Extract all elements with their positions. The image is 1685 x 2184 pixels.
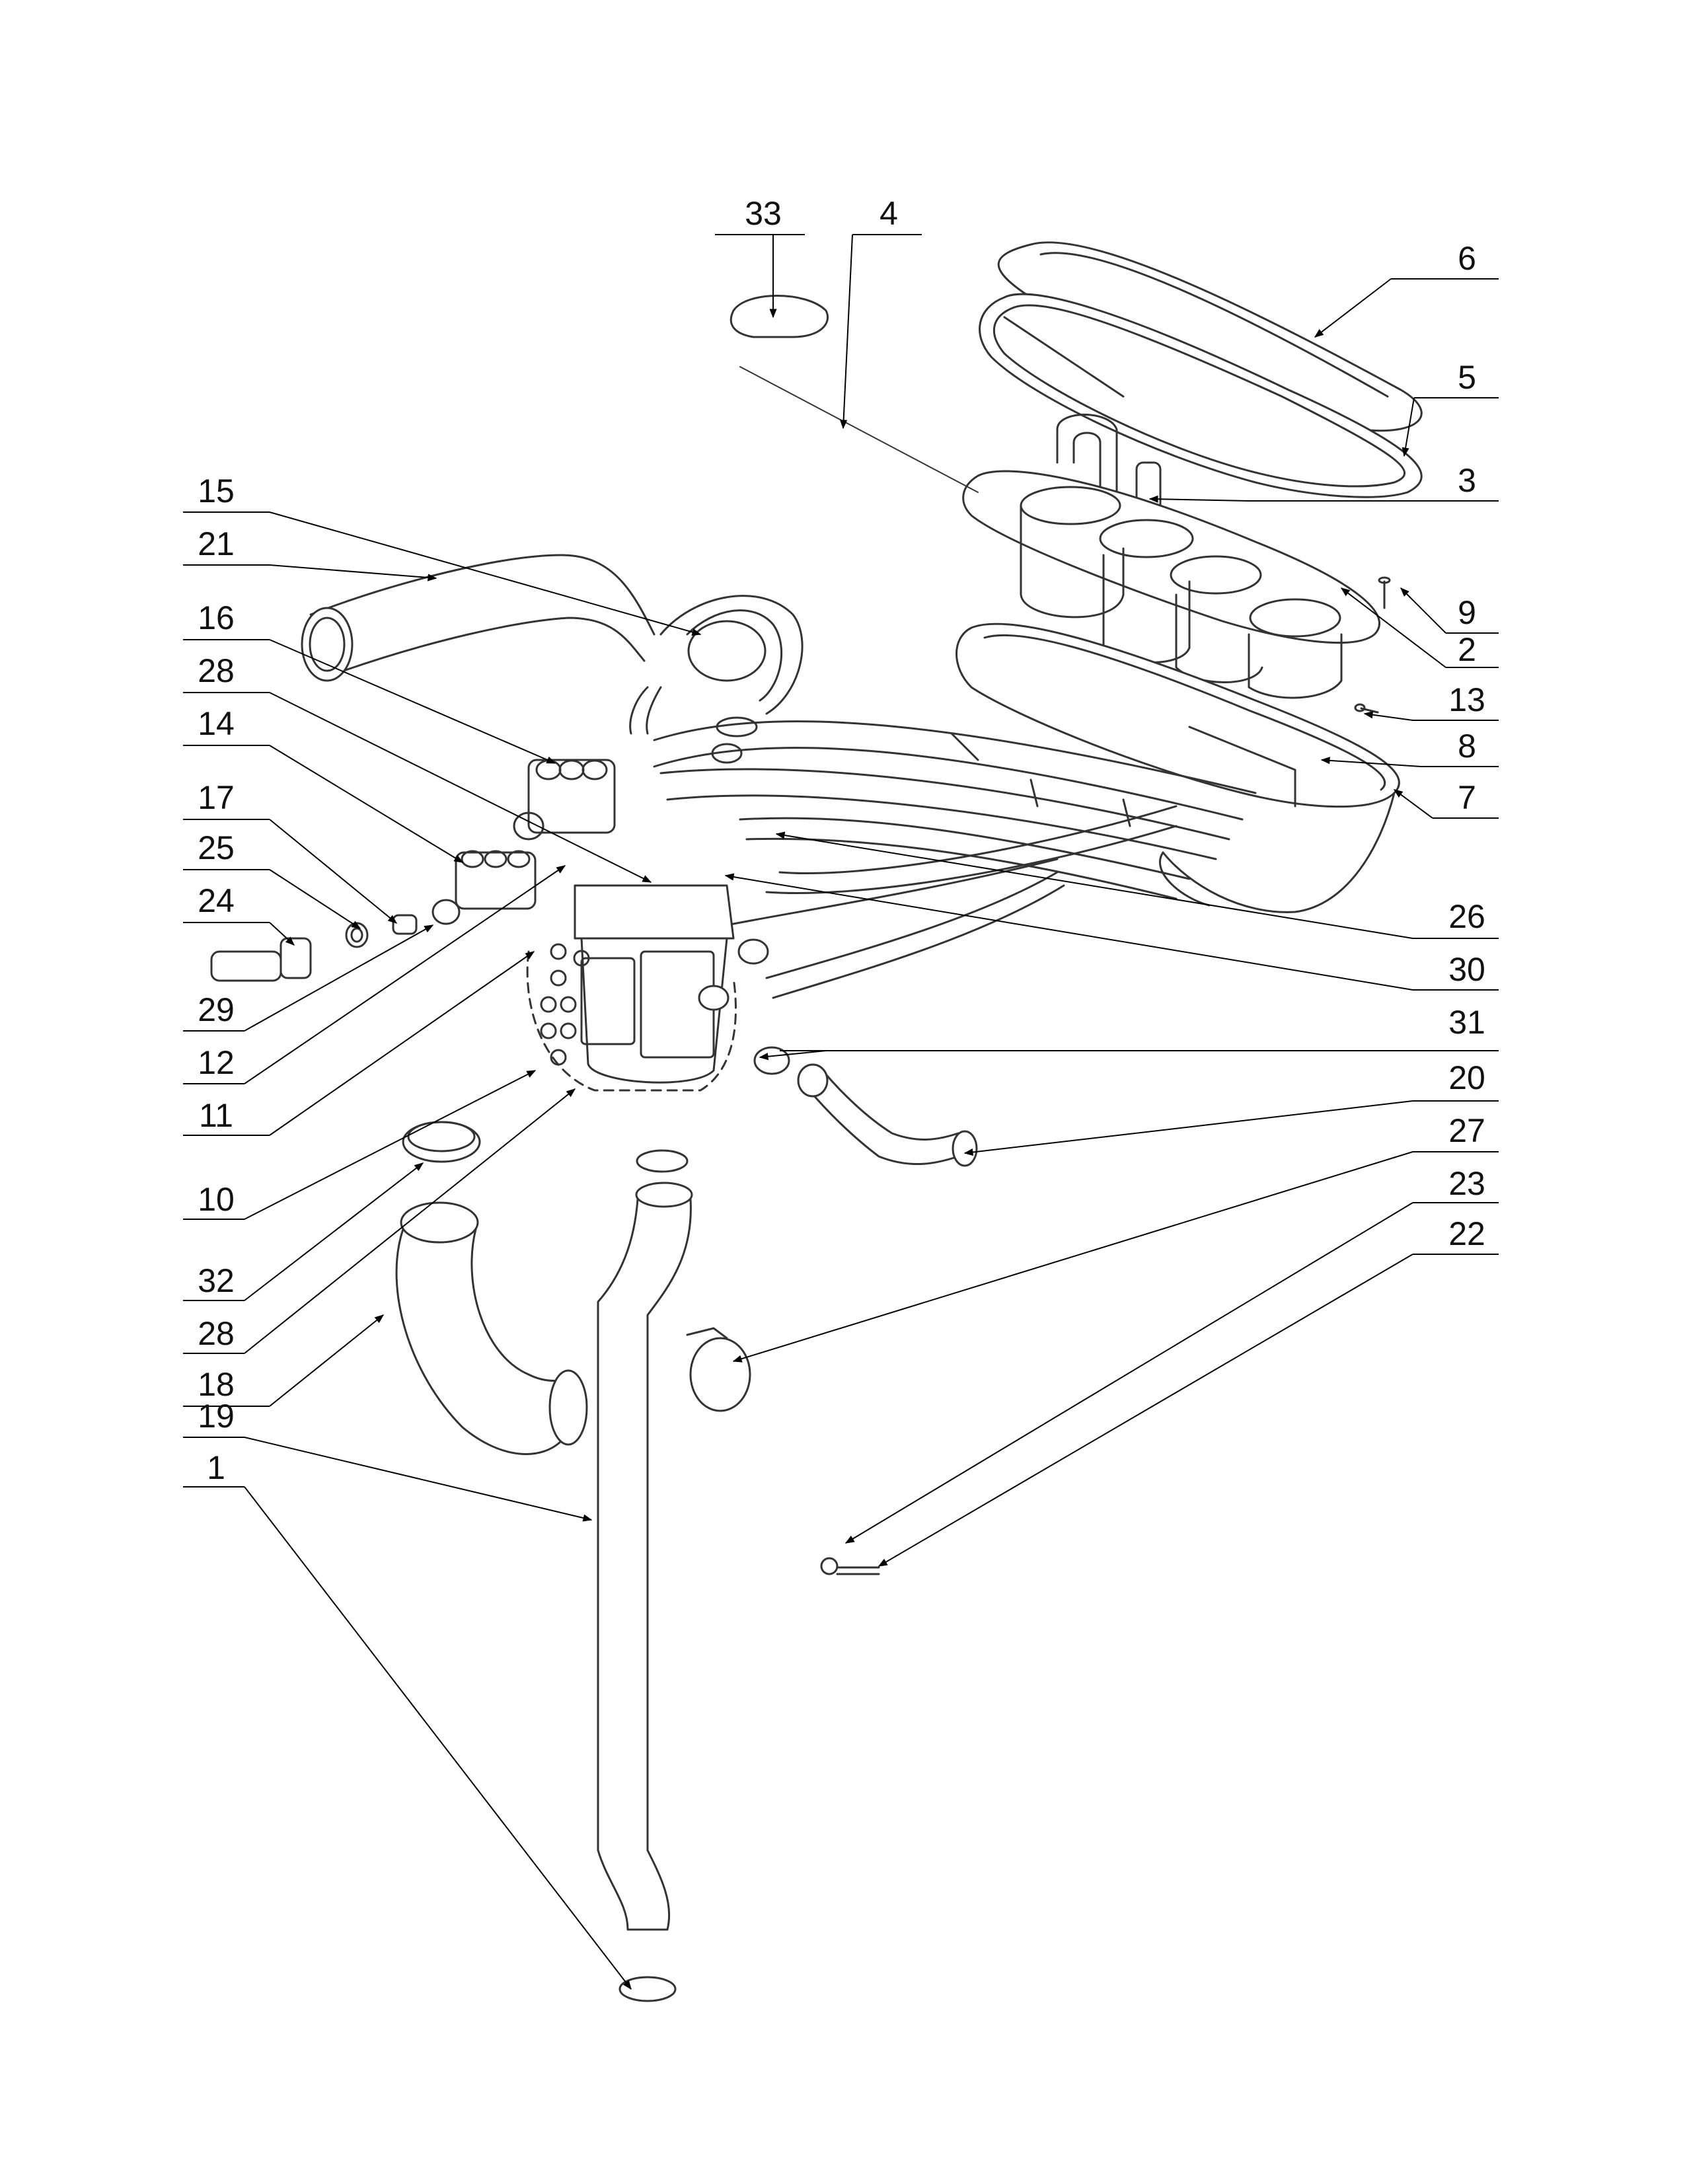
leader-31: [759, 1050, 1499, 1061]
callout-24: 24: [198, 882, 235, 919]
upper-housing-part: [962, 470, 1380, 699]
callout-31: 31: [1448, 1004, 1485, 1041]
heater-block-part: [526, 884, 769, 1092]
callout-7: 7: [1458, 779, 1476, 816]
callout-13: 13: [1448, 681, 1485, 718]
vertical-pipe-part: [597, 1149, 693, 2002]
leader-28b: [183, 1088, 576, 1354]
callout-3: 3: [1458, 462, 1476, 499]
leader-6: [1314, 278, 1499, 338]
leader-13: [1363, 711, 1499, 721]
leader-12: [183, 865, 566, 1084]
leader-16: [183, 639, 556, 764]
cap-and-wire-part: [730, 295, 979, 493]
screw-bolt-part: [820, 1557, 880, 1575]
callout-26: 26: [1448, 898, 1485, 935]
leader-19: [183, 1437, 593, 1522]
leader-14: [183, 745, 464, 863]
leader-10: [183, 1070, 537, 1220]
leader-32: [183, 1162, 424, 1301]
leader-5: [1402, 397, 1499, 457]
fitting-part: [210, 914, 418, 982]
leader-15: [183, 511, 702, 636]
leader-24: [183, 922, 295, 946]
leader-20: [963, 1100, 1499, 1156]
callout-29: 29: [198, 991, 235, 1028]
leader-28a: [183, 692, 652, 883]
callout-14: 14: [198, 705, 235, 742]
callout-33: 33: [745, 195, 782, 232]
callout-8: 8: [1458, 728, 1476, 765]
leader-33: [715, 234, 805, 319]
callout-2: 2: [1458, 631, 1476, 668]
leader-26: [775, 831, 1499, 939]
leader-21: [183, 564, 437, 582]
leader-18: [183, 1314, 385, 1407]
upper-hose-part: [301, 554, 804, 764]
callout-1: 1: [207, 1449, 225, 1486]
callout-17: 17: [198, 779, 235, 816]
leader-11: [183, 951, 535, 1136]
callout-10: 10: [198, 1181, 235, 1218]
callout-27: 27: [1448, 1112, 1485, 1149]
large-elbow-part: [395, 1121, 588, 1455]
leader-22: [878, 1254, 1499, 1567]
callout-19: 19: [198, 1398, 235, 1435]
gasket-frame-part: [979, 293, 1423, 498]
screw-part: [1354, 576, 1391, 714]
leader-1: [183, 1486, 632, 1990]
callout-20: 20: [1448, 1059, 1485, 1096]
callout-22: 22: [1448, 1215, 1485, 1252]
tank-part: [955, 622, 1400, 913]
callout-30: 30: [1448, 951, 1485, 988]
leader-30: [724, 873, 1499, 991]
callout-25: 25: [198, 829, 235, 866]
callout-23: 23: [1448, 1165, 1485, 1202]
callout-9: 9: [1458, 594, 1476, 631]
callout-16: 16: [198, 599, 235, 636]
leader-4: [840, 234, 922, 430]
callout-18: 18: [198, 1366, 235, 1403]
leader-25: [183, 869, 361, 929]
callout-28-upper: 28: [198, 652, 235, 689]
hose-clamp-part: [686, 1327, 751, 1412]
callout-21: 21: [198, 525, 235, 562]
callout-32: 32: [198, 1262, 235, 1299]
leader-9: [1400, 587, 1499, 634]
callout-15: 15: [198, 472, 235, 509]
leader-23: [844, 1202, 1499, 1544]
callout-28-lower: 28: [198, 1315, 235, 1352]
leader-27: [732, 1151, 1499, 1363]
leader-2: [1340, 587, 1499, 668]
valve-block-part: [431, 759, 616, 925]
leader-3: [1148, 495, 1499, 503]
elbow-hose-part: [753, 1046, 978, 1167]
callout-5: 5: [1458, 359, 1476, 396]
callout-12: 12: [198, 1044, 235, 1081]
callout-6: 6: [1458, 240, 1476, 277]
leader-8: [1320, 757, 1499, 767]
leader-7: [1393, 789, 1499, 819]
leader-29: [183, 924, 434, 1032]
callout-11: 11: [199, 1097, 233, 1134]
leader-17: [183, 819, 398, 924]
callout-4: 4: [880, 195, 898, 232]
